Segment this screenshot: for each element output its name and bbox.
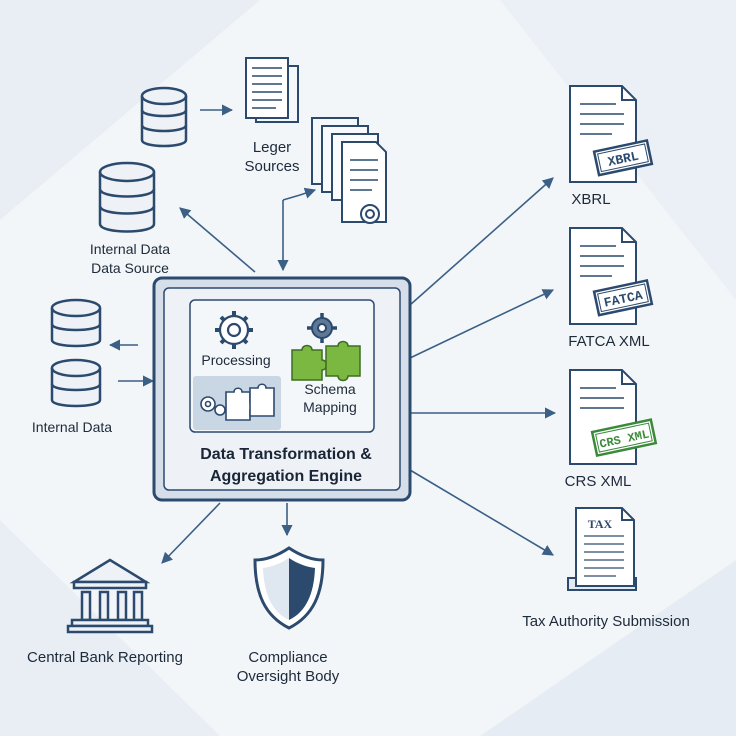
compliance-line1: Compliance	[248, 649, 328, 666]
engine-title: Data Transformation & Aggregation Engine	[170, 444, 402, 488]
puzzle-gear-icon	[200, 383, 275, 421]
processing-label: Processing	[201, 352, 271, 368]
fatca-label: FATCA XML	[568, 333, 650, 350]
database-icon-internal-source	[98, 161, 156, 233]
arrow-to-central-bank	[161, 502, 221, 564]
xbrl-stamp-text: XBRL	[606, 149, 640, 170]
internal-data-source-label: Internal Data Data Source	[80, 240, 180, 278]
arrow-engine-to-internal-source	[179, 207, 256, 273]
engine-title-line2: Aggregation Engine	[210, 468, 362, 485]
fatca-document-icon	[569, 227, 654, 325]
ledger-sources-label: Leger Sources	[232, 138, 312, 176]
internal-source-line1: Internal Data	[89, 241, 171, 257]
shield-icon	[253, 546, 325, 630]
puzzle-green-icon	[291, 340, 361, 382]
compliance-line2: Oversight Body	[236, 668, 340, 685]
arrow-to-fatca	[409, 289, 555, 359]
database-icon-top	[140, 86, 188, 148]
engine-title-line1: Data Transformation &	[200, 446, 372, 463]
tax-document-icon	[567, 507, 637, 591]
internal-data-label: Internal Data	[31, 419, 113, 435]
central-bank-icon	[66, 558, 154, 634]
database-icon-internal-1	[50, 298, 102, 348]
xbrl-document-icon	[569, 85, 654, 183]
crs-document-icon	[569, 369, 658, 465]
arrow-engine-ledger-top	[282, 187, 317, 201]
ledger-label-line1: Leger	[252, 139, 292, 156]
tax-doc-text: TAX	[588, 517, 613, 531]
processing-gear-icon	[215, 311, 253, 349]
schema-gear-icon	[307, 313, 337, 343]
arrow-to-tax	[409, 469, 554, 556]
arrow-to-xbrl	[409, 177, 554, 306]
ledger-document-icon	[245, 57, 299, 123]
compliance-label: Compliance Oversight Body	[226, 648, 350, 686]
xbrl-label: XBRL	[571, 191, 611, 208]
ledger-label-line2: Sources	[244, 158, 300, 175]
tax-authority-label: Tax Authority Submission	[522, 613, 690, 630]
central-bank-label: Central Bank Reporting	[27, 649, 183, 666]
connector-arrows	[108, 104, 557, 564]
internal-source-line2: Data Source	[91, 260, 169, 276]
schema-mapping-label: Schema Mapping	[288, 380, 372, 416]
document-stack-icon	[311, 117, 387, 224]
crs-label: CRS XML	[564, 473, 632, 490]
database-icon-internal-2	[50, 358, 102, 408]
schema-label-line2: Mapping	[303, 399, 357, 415]
schema-label-line1: Schema	[304, 381, 356, 397]
